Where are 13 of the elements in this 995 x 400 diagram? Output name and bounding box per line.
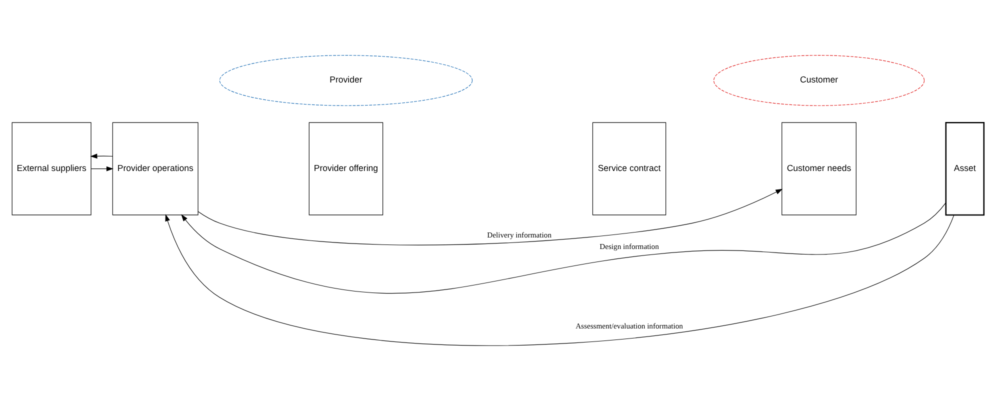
node-box: Customer needs [781, 122, 856, 215]
arrow [90, 153, 112, 158]
node-box: External suppliers [11, 122, 91, 215]
node-box: Asset [944, 121, 984, 216]
arrow [164, 214, 954, 346]
node-box: Service contract [592, 122, 666, 215]
node-ellipse: Provider [218, 54, 472, 106]
node-ellipse: Customer [712, 54, 924, 106]
arrow [90, 166, 113, 171]
arrow [180, 202, 946, 293]
arrow [197, 188, 782, 245]
node-box: Provider offering [308, 122, 383, 215]
node-box: Provider operations [112, 122, 198, 215]
